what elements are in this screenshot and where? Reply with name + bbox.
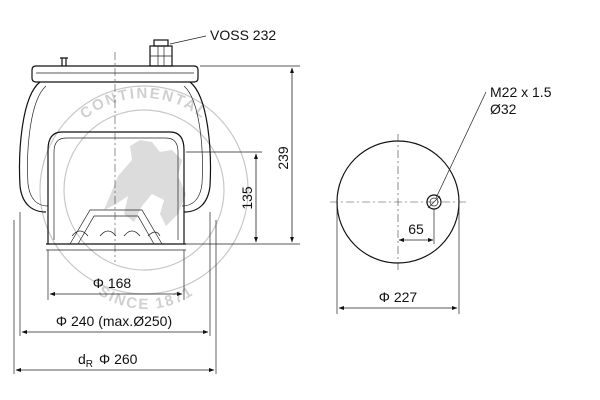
top-view: M22 x 1.5 Ø32 65 Φ 227 [330,84,552,314]
watermark-inner-ring [63,109,225,271]
dim-plate-dia-label: Φ 227 [379,289,418,305]
mounting-stud [60,57,68,66]
dim-bellow-dia-label: Φ 240 (max.Ø250) [56,313,172,329]
voss-label: VOSS 232 [210,27,276,43]
voss-connector [149,39,173,67]
bellow-inner-outline [27,85,203,207]
voss-leader-line [169,35,207,45]
piston-ribs [69,209,163,245]
port-inner-circle [429,197,439,207]
continental-watermark: CONTINENTAL SINCE 1871 [39,85,249,313]
piston-outline [47,131,185,244]
watermark-top-text: CONTINENTAL [77,85,211,123]
dim-piston-dia-label: Φ 168 [93,275,132,291]
horse-emblem-icon [104,140,186,226]
top-plate [31,65,199,83]
thread-leader-line [435,91,487,199]
piston-inner-outline [53,137,179,240]
bellow-outline [18,81,212,213]
dim-piston-height-label: 135 [239,186,255,210]
dim-offset-label: 65 [408,221,424,237]
thread-label: M22 x 1.5 [490,84,552,100]
port-dia-label: Ø32 [490,101,517,117]
port-hatch [427,195,441,209]
dim-height-label: 239 [275,146,291,170]
